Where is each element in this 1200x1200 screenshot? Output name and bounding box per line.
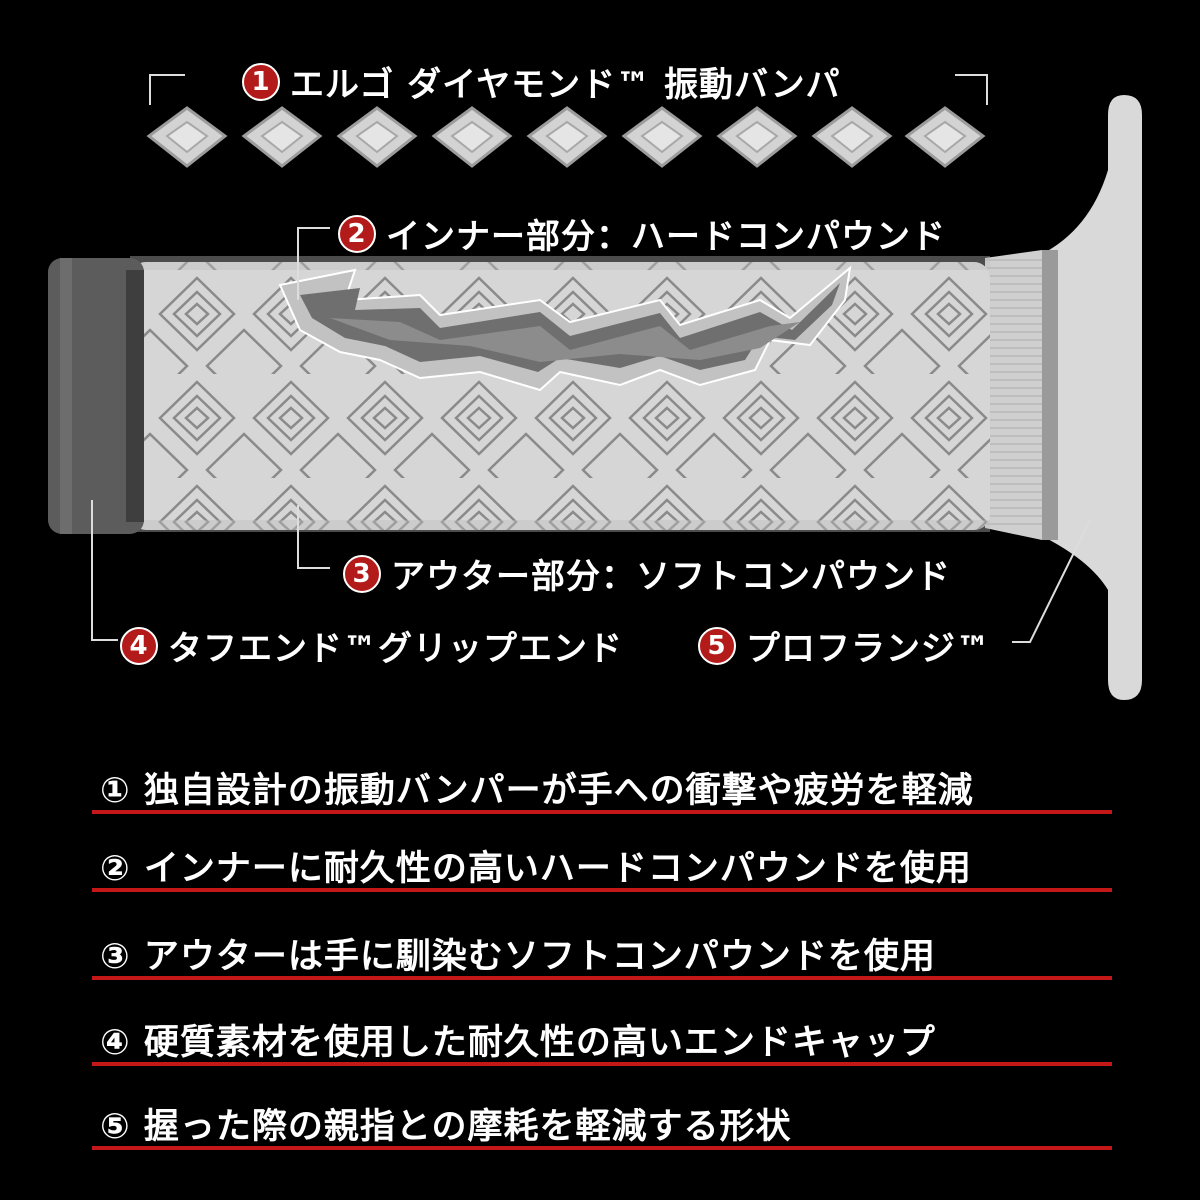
feature-item: ② インナーに耐久性の高いハードコンパウンドを使用 xyxy=(92,832,1112,892)
pro-flange xyxy=(1040,95,1142,700)
callout-tough-end: 4 タフエンド™グリップエンド xyxy=(120,621,623,670)
bumper xyxy=(904,106,986,168)
bumper xyxy=(811,106,893,168)
callout-label: エルゴ ダイヤモンド™ 振動バンパ xyxy=(290,65,841,105)
callout-number: 5 xyxy=(698,626,736,665)
bumper xyxy=(336,106,418,168)
bumper xyxy=(716,106,798,168)
feature-underline xyxy=(92,1062,1112,1066)
bracket-right xyxy=(955,74,988,105)
vibration-bumpers xyxy=(146,106,986,168)
feature-text: ④ 硬質素材を使用した耐久性の高いエンドキャップ xyxy=(100,1023,936,1063)
feature-underline xyxy=(92,976,1112,980)
callout-label: アウター部分：ソフトコンパウンド xyxy=(391,557,951,597)
feature-underline xyxy=(92,810,1112,814)
bumper xyxy=(526,106,608,168)
feature-item: ④ 硬質素材を使用した耐久性の高いエンドキャップ xyxy=(92,1006,1112,1066)
leader-inner xyxy=(297,227,330,300)
callout-number: 1 xyxy=(242,62,280,101)
feature-text: ② インナーに耐久性の高いハードコンパウンドを使用 xyxy=(100,849,972,889)
callout-number: 3 xyxy=(343,554,381,593)
feature-item: ⑤ 握った際の親指との摩耗を軽減する形状 xyxy=(92,1090,1112,1150)
feature-underline xyxy=(92,888,1112,892)
bumper xyxy=(431,106,513,168)
flange-ring xyxy=(1042,250,1058,540)
feature-text: ⑤ 握った際の親指との摩耗を軽減する形状 xyxy=(100,1107,792,1147)
leader-outer xyxy=(297,505,330,569)
callout-number: 2 xyxy=(338,214,376,253)
callout-ergo-diamond: 1 エルゴ ダイヤモンド™ 振動バンパ xyxy=(242,57,841,106)
callout-outer-compound: 3 アウター部分：ソフトコンパウンド xyxy=(343,549,951,598)
leader-endcap xyxy=(91,500,118,641)
feature-item: ① 独自設計の振動バンパーが手への衝撃や疲労を軽減 xyxy=(92,754,1112,814)
feature-text: ③ アウターは手に馴染むソフトコンパウンドを使用 xyxy=(100,937,936,977)
bracket-left xyxy=(149,74,185,105)
leader-flange xyxy=(1012,519,1091,643)
feature-text: ① 独自設計の振動バンパーが手への衝撃や疲労を軽減 xyxy=(100,771,974,811)
bumper xyxy=(621,106,703,168)
bumper xyxy=(241,106,323,168)
callout-pro-flange: 5 プロフランジ™ xyxy=(698,621,991,670)
callout-inner-compound: 2 インナー部分：ハードコンパウンド xyxy=(338,209,946,258)
feature-underline xyxy=(92,1146,1112,1150)
feature-item: ③ アウターは手に馴染むソフトコンパウンドを使用 xyxy=(92,920,1112,980)
bumper xyxy=(146,106,228,168)
callout-label: インナー部分：ハードコンパウンド xyxy=(386,217,946,257)
callout-label: タフエンド™グリップエンド xyxy=(168,629,623,669)
callout-number: 4 xyxy=(120,626,158,665)
callout-label: プロフランジ™ xyxy=(746,629,991,669)
grip-diagram xyxy=(48,74,1142,700)
